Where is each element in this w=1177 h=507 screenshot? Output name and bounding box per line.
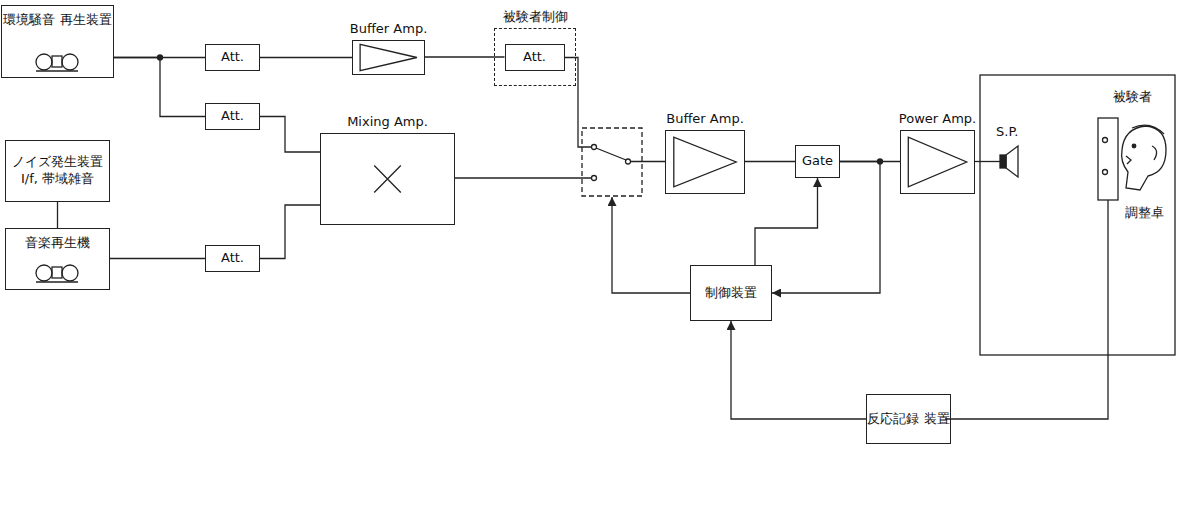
- signal-wire: [114, 58, 205, 117]
- box-heading: 被験者制御: [503, 9, 568, 26]
- controller-box: 制御装置: [690, 265, 772, 321]
- control-wire: [612, 197, 690, 293]
- signal-wire: [260, 117, 320, 153]
- box-label: 音楽再生機: [25, 235, 90, 252]
- subject-label: 被験者: [1112, 88, 1153, 106]
- box-heading: Buffer Amp.: [350, 21, 428, 38]
- signal-wire: [425, 56, 505, 57]
- attenuator-box: Att.: [505, 44, 565, 71]
- box-label: 制御装置: [705, 285, 757, 302]
- amplifier-symbol: [901, 131, 974, 193]
- box-label: Att.: [221, 108, 244, 125]
- signal-wire: [745, 161, 795, 162]
- signal-wire: [110, 258, 205, 259]
- mixer-box: Mixing Amp.: [320, 133, 455, 225]
- box-label: 環境騒音 再生装置: [3, 12, 111, 29]
- tape-icon: [36, 265, 78, 282]
- signal-wire: [260, 57, 352, 58]
- box-label: Att.: [221, 49, 244, 66]
- amplifier-symbol: [353, 41, 424, 74]
- box-label: ノイズ発生装置: [12, 154, 103, 171]
- console-symbol: [1098, 118, 1118, 200]
- box-label: I/f, 帯域雑音: [21, 171, 94, 188]
- response-wire: [945, 200, 1108, 419]
- box-heading: Mixing Amp.: [347, 114, 428, 131]
- tape-icon: [36, 54, 78, 71]
- signal-wire: [57, 202, 58, 228]
- signal-wire: [565, 58, 592, 148]
- amplifier-box: Buffer Amp.: [352, 40, 425, 75]
- box-label: 反応記録 装置: [867, 411, 949, 428]
- console-label: 調整卓: [1124, 204, 1165, 222]
- box-heading: Buffer Amp.: [666, 111, 744, 128]
- generator-box: ノイズ発生装置I/f, 帯域雑音: [5, 140, 110, 202]
- subject-figure: [1122, 125, 1166, 190]
- amplifier-box: Buffer Amp.: [665, 130, 745, 194]
- source-box: 音楽再生機: [5, 228, 110, 290]
- mixer-symbol: [321, 134, 454, 224]
- box-heading: Power Amp.: [899, 111, 976, 128]
- amplifier-symbol: [666, 131, 744, 193]
- control-arrow: [731, 321, 866, 419]
- box-label: Att.: [221, 250, 244, 267]
- signal-wire: [455, 177, 592, 178]
- recorder-box: 反応記録 装置: [866, 394, 951, 444]
- speaker-symbol: [1000, 146, 1018, 177]
- listening-room: [980, 75, 1175, 355]
- speaker-label: S.P.: [995, 124, 1019, 139]
- source-box: 環境騒音 再生装置: [1, 5, 114, 78]
- amplifier-box: Power Amp.: [900, 130, 975, 194]
- box-label: Att.: [523, 49, 546, 66]
- attenuator-box: Att.: [205, 44, 260, 71]
- control-group: 被験者制御Att.: [494, 28, 576, 86]
- control-arrow: [772, 162, 880, 294]
- signal-wire: [631, 161, 666, 162]
- box-label: Gate: [802, 153, 833, 170]
- control-arrow: [755, 178, 818, 265]
- signal-wire: [260, 205, 320, 259]
- attenuator-box: Att.: [205, 103, 260, 130]
- signal-wire: [975, 161, 1000, 162]
- gate-box: Gate: [795, 145, 840, 178]
- attenuator-box: Att.: [205, 245, 260, 272]
